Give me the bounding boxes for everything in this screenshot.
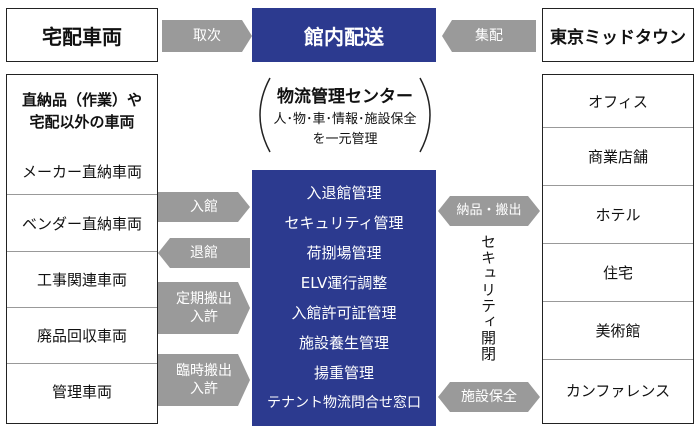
regular-permit-line1: 定期搬出 [176,291,232,307]
maintenance-label: 施設保全 [461,389,517,405]
circle-bracket-shape [259,77,431,153]
delivery-vehicle-label: 宅配車両 [42,24,122,49]
vehicle-list-panel: 直納品（作業）や 宅配以外の車両 メーカー直納車両 ベンダー直納車両 工事関連車… [6,74,158,424]
handover-arrow-shape [162,20,252,52]
vehicle-item-vendor: ベンダー直納車両 [21,214,142,233]
collection-arrow-shape [442,20,536,52]
vehicle-item-maker: メーカー直納車両 [21,162,142,181]
facility-item-commercial: 商業店舗 [587,147,648,166]
security-open-close-text: セキュリティ開閉 [479,234,497,362]
facility-divider [543,127,693,128]
facility-item-conference: カンファレンス [565,381,671,400]
vehicle-item-management: 管理車両 [51,382,112,401]
temporary-permit-arrow: 臨時搬出 入許 [158,354,250,406]
vehicle-list-title-line1: 直納品（作業）や [21,91,142,109]
regular-permit-line2: 入許 [190,309,218,325]
delivery-removal-arrow-shape [438,196,540,226]
vehicle-list-title: 直納品（作業）や 宅配以外の車両 [7,89,157,133]
collection-label: 集配 [475,28,503,44]
tokyo-midtown-box: 東京ミッドタウン [542,8,694,62]
management-item: テナント物流問合せ窓口 [267,395,421,411]
management-item: 荷捌場管理 [306,244,382,262]
exit-arrow-shape [158,238,250,268]
vehicle-item-waste: 廃品回収車両 [36,326,127,345]
entry-arrow: 入館 [158,192,250,222]
facility-item-residence: 住宅 [602,263,633,282]
regular-permit-arrow: 定期搬出 入許 [158,282,250,334]
vehicle-divider [7,307,157,308]
regular-permit-label: 定期搬出 入許 [158,282,250,334]
exit-label: 退館 [190,245,218,261]
management-item: ELV運行調整 [300,274,388,292]
facility-item-office: オフィス [588,92,648,111]
delivery-removal-label: 納品・搬出 [456,203,522,218]
in-building-delivery-box: 館内配送 [252,8,436,62]
logistics-center-line1: 人･物･車･情報･施設保全 [273,112,417,127]
exit-arrow: 退館 [158,238,250,268]
facility-item-museum: 美術館 [595,321,641,340]
tokyo-midtown-label: 東京ミッドタウン [550,27,686,48]
handover-arrow: 取次 [162,20,252,52]
vehicle-list-title-line2: 宅配以外の車両 [29,113,135,131]
temporary-permit-line1: 臨時搬出 [176,363,232,379]
facility-divider [543,359,693,360]
temporary-permit-label: 臨時搬出 入許 [158,354,250,406]
management-box: 入退館管理 セキュリティ管理 荷捌場管理 ELV運行調整 入館許可証管理 施設養… [252,170,436,426]
facility-item-hotel: ホテル [595,205,641,224]
in-building-delivery-label: 館内配送 [304,24,384,49]
temporary-permit-line2: 入許 [190,381,218,397]
vehicle-item-construction: 工事関連車両 [36,270,127,289]
maintenance-arrow-shape [438,382,540,412]
vehicle-divider [7,363,157,364]
handover-label: 取次 [193,28,221,44]
facility-divider [543,243,693,244]
delivery-vehicle-box: 宅配車両 [6,8,158,62]
management-item: 入館許可証管理 [291,304,397,322]
collection-arrow: 集配 [442,20,536,52]
regular-permit-arrow-shape [158,282,250,334]
vehicle-divider [7,194,157,195]
maintenance-arrow: 施設保全 [438,382,540,412]
management-item: セキュリティ管理 [284,214,404,232]
management-item: 入退館管理 [306,184,382,202]
facility-list-panel: オフィス 商業店舗 ホテル 住宅 美術館 カンファレンス [542,74,694,424]
logistics-center-circle: 物流管理センター 人･物･車･情報･施設保全 を一元管理 [248,72,442,158]
delivery-removal-arrow: 納品・搬出 [438,196,540,226]
temporary-permit-arrow-shape [158,354,250,406]
logistics-center-line2: を一元管理 [312,132,378,147]
facility-divider [543,301,693,302]
entry-arrow-shape [158,192,250,222]
facility-divider [543,185,693,186]
management-item: 施設養生管理 [298,334,389,352]
management-item: 揚重管理 [313,364,374,382]
vehicle-divider [7,251,157,252]
entry-label: 入館 [190,199,218,215]
logistics-center-title: 物流管理センター [277,87,413,107]
